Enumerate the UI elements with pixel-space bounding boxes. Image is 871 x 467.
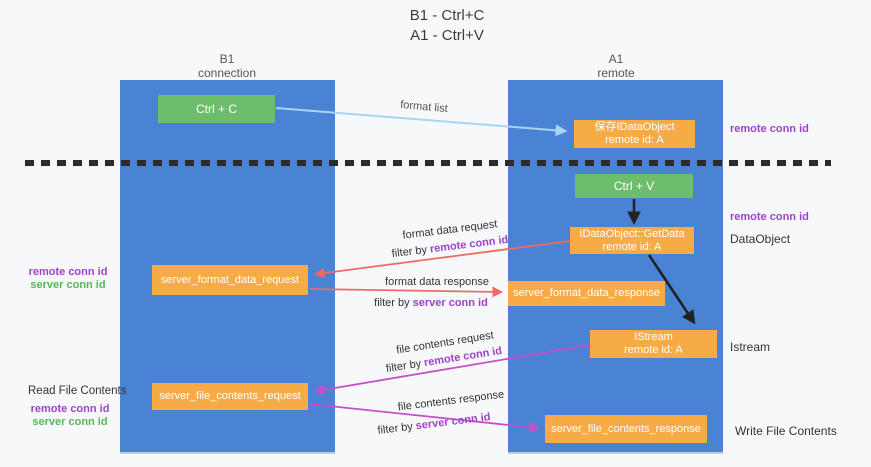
left-column-name: B1 (219, 52, 235, 66)
filter-by-prefix-1: filter by (391, 243, 428, 261)
server-format-data-request-box: server_format_data_request (152, 265, 308, 295)
istream-line2: remote id: A (624, 344, 683, 356)
read-file-contents-label: Read File Contents (28, 385, 127, 397)
left-column-role: connection (197, 66, 257, 80)
right-column-header: A1 remote (597, 52, 634, 80)
remote-conn-id-label-mid: remote conn id (730, 211, 809, 223)
left2-remote-conn-id: remote conn id (30, 403, 110, 415)
istream-box: IStream remote id: A (590, 330, 717, 358)
filter-by-prefix-2: filter by (374, 297, 410, 309)
server-file-contents-request-label: server_file_contents_request (159, 390, 301, 402)
istream-line1: IStream (634, 331, 673, 343)
filter-server-conn-id-1: server conn id (412, 297, 488, 309)
istream-side-label: Istream (730, 340, 771, 354)
left-conn-id-labels-2: remote conn id server conn id (20, 403, 120, 429)
ctrl-c-box: Ctrl + C (158, 95, 275, 123)
filter-by-prefix-4: filter by (376, 420, 414, 437)
server-format-data-response-label: server_format_data_response (513, 287, 660, 299)
filter-server-conn-id-2: server conn id (415, 411, 492, 433)
diagram-title: B1 - Ctrl+C A1 - Ctrl+V (410, 6, 485, 46)
server-file-contents-request-box: server_file_contents_request (152, 383, 308, 410)
file-contents-response-label: file contents response (397, 388, 505, 414)
left2-server-conn-id: server conn id (32, 416, 108, 428)
getdata-box: IDataObject::GetData remote id: A (570, 227, 694, 254)
ctrl-v-label: Ctrl + V (613, 179, 655, 193)
write-file-contents-label: Write File Contents (735, 424, 837, 438)
title-line-1: B1 - Ctrl+C (409, 7, 485, 24)
left1-remote-conn-id: remote conn id (28, 266, 108, 278)
title-line-2: A1 - Ctrl+V (410, 27, 484, 44)
save-dataobject-line1: 保存IDataObject (594, 121, 675, 133)
dataobject-label: DataObject (730, 232, 791, 246)
getdata-line2: remote id: A (602, 240, 662, 253)
ctrl-v-box: Ctrl + V (575, 174, 693, 198)
left-conn-id-labels-1: remote conn id server conn id (18, 266, 118, 292)
format-data-response-label: format data response (385, 276, 489, 288)
ctrl-c-label: Ctrl + C (195, 102, 237, 116)
server-file-contents-response-label: server_file_contents_response (551, 422, 701, 435)
right-column-role: remote (597, 66, 635, 80)
right-column-name: A1 (608, 52, 624, 66)
save-dataobject-line2: remote id: A (605, 134, 664, 146)
format-data-response-arrow (309, 286, 504, 298)
getdata-line1: IDataObject::GetData (579, 227, 685, 240)
server-format-data-response-box: server_format_data_response (508, 281, 665, 306)
filter-by-prefix-3: filter by (385, 357, 423, 376)
phase-separator-dashed-line (25, 160, 831, 166)
save-dataobject-box: 保存IDataObject remote id: A (574, 120, 695, 148)
left-column-header: B1 connection (198, 52, 256, 80)
server-format-data-request-label: server_format_data_request (160, 273, 300, 286)
remote-conn-id-label-top: remote conn id (730, 123, 809, 135)
server-file-contents-response-box: server_file_contents_response (545, 415, 707, 443)
left1-server-conn-id: server conn id (30, 279, 106, 291)
format-list-label: format list (399, 98, 449, 116)
